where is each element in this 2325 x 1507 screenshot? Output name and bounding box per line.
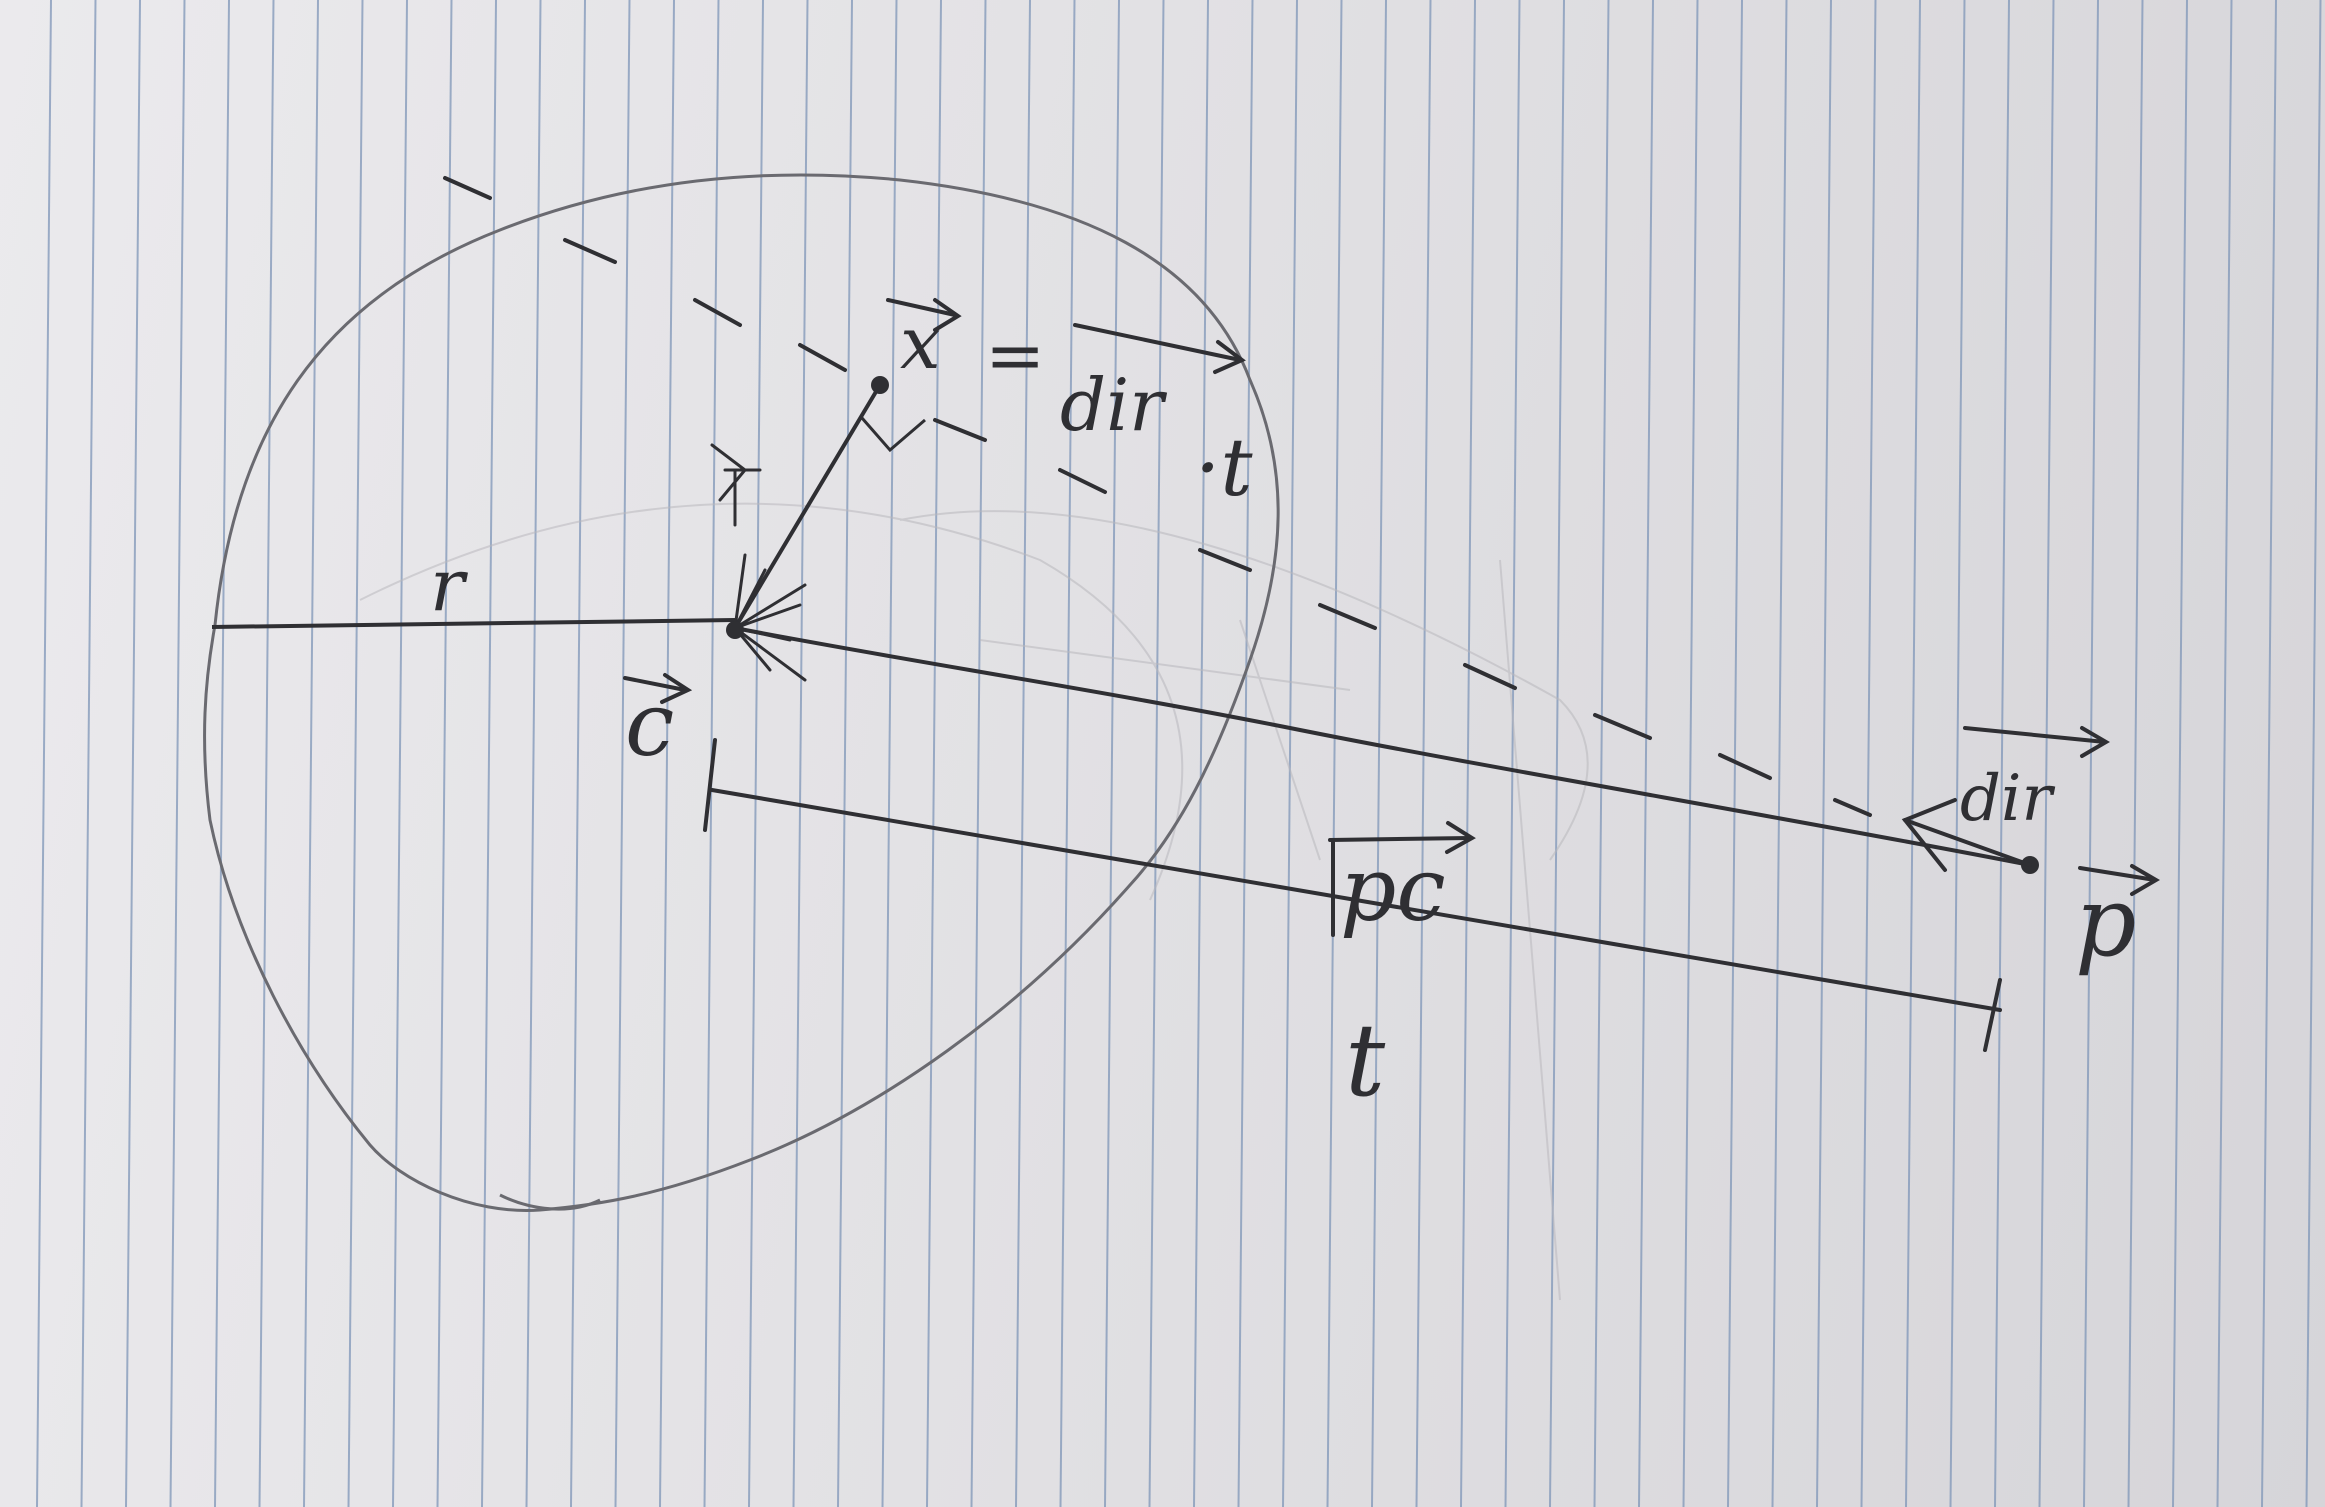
rule-line: [2172, 0, 2188, 1507]
rule-line: [2305, 0, 2322, 1507]
rule-line: [2038, 0, 2055, 1507]
ruled-lines: [36, 0, 2322, 1507]
rule-line: [1326, 0, 1343, 1507]
rule-line: [1860, 0, 1877, 1507]
rule-line: [1905, 0, 1921, 1507]
rule-line: [1282, 0, 1298, 1507]
rule-line: [2216, 0, 2233, 1507]
dir-arrow: [1901, 798, 2032, 872]
sphere-circle: [203, 173, 1280, 1212]
pc-arrowhead: [733, 553, 807, 682]
rule-line: [392, 0, 408, 1507]
rule-line: [1638, 0, 1654, 1507]
rule-line: [258, 0, 275, 1507]
point-c: [726, 621, 744, 639]
rule-line: [1994, 0, 2010, 1507]
cx-vector-mini-label: [710, 443, 762, 527]
rule-line: [1549, 0, 1565, 1507]
label-dir-top: dir: [1060, 363, 1167, 447]
rule-line: [36, 0, 52, 1507]
rule-line: [2083, 0, 2099, 1507]
rule-line: [347, 0, 364, 1507]
pc-vector-line: [734, 626, 2031, 867]
rule-line: [80, 0, 97, 1507]
rule-line: [214, 0, 230, 1507]
label-dot-t: ·t: [1195, 421, 1253, 514]
rule-line: [1593, 0, 1610, 1507]
rule-line: [1371, 0, 1387, 1507]
radius-line: [211, 618, 736, 629]
rule-line: [2127, 0, 2144, 1507]
label-pc: pc: [1340, 838, 1446, 941]
rule-line: [1015, 0, 1031, 1507]
rule-line: [1237, 0, 1254, 1507]
label-equals: =: [985, 313, 1045, 397]
label-x: x: [900, 301, 941, 385]
rule-line: [1460, 0, 1476, 1507]
rule-line: [481, 0, 497, 1507]
rule-line: [570, 0, 586, 1507]
rule-line: [1504, 0, 1521, 1507]
rule-line: [303, 0, 319, 1507]
label-t: t: [1345, 1002, 1386, 1119]
rule-line: [970, 0, 987, 1507]
rule-line: [926, 0, 942, 1507]
label-p: p: [2075, 866, 2136, 978]
rule-line: [2261, 0, 2277, 1507]
rule-line: [1193, 0, 1209, 1507]
label-c: c: [625, 673, 674, 776]
rule-line: [1771, 0, 1788, 1507]
right-angle-marker: [860, 417, 926, 453]
rule-line: [748, 0, 764, 1507]
rule-line: [1104, 0, 1120, 1507]
label-r: r: [430, 543, 468, 627]
rule-line: [881, 0, 898, 1507]
rule-line: [125, 0, 141, 1507]
rule-line: [1682, 0, 1699, 1507]
rule-line: [1059, 0, 1076, 1507]
rule-line: [837, 0, 853, 1507]
rule-line: [525, 0, 542, 1507]
circle-overlap-stroke: [499, 1193, 601, 1211]
rule-line: [659, 0, 675, 1507]
cx-segment: [733, 383, 882, 630]
t-length-bracket: [703, 738, 2002, 1052]
rule-line: [1816, 0, 1832, 1507]
rule-line: [1727, 0, 1743, 1507]
rule-line: [614, 0, 631, 1507]
rule-line: [1949, 0, 1966, 1507]
rule-line: [792, 0, 809, 1507]
dashed-ray: [443, 176, 1872, 817]
erased-sketch-marks: [359, 502, 1589, 1301]
label-dir-right: dir: [1960, 762, 2055, 836]
label-vector-arrows: [623, 298, 2160, 937]
point-x: [871, 376, 889, 394]
rule-line: [436, 0, 453, 1507]
rule-line: [169, 0, 186, 1507]
rule-line: [1148, 0, 1165, 1507]
